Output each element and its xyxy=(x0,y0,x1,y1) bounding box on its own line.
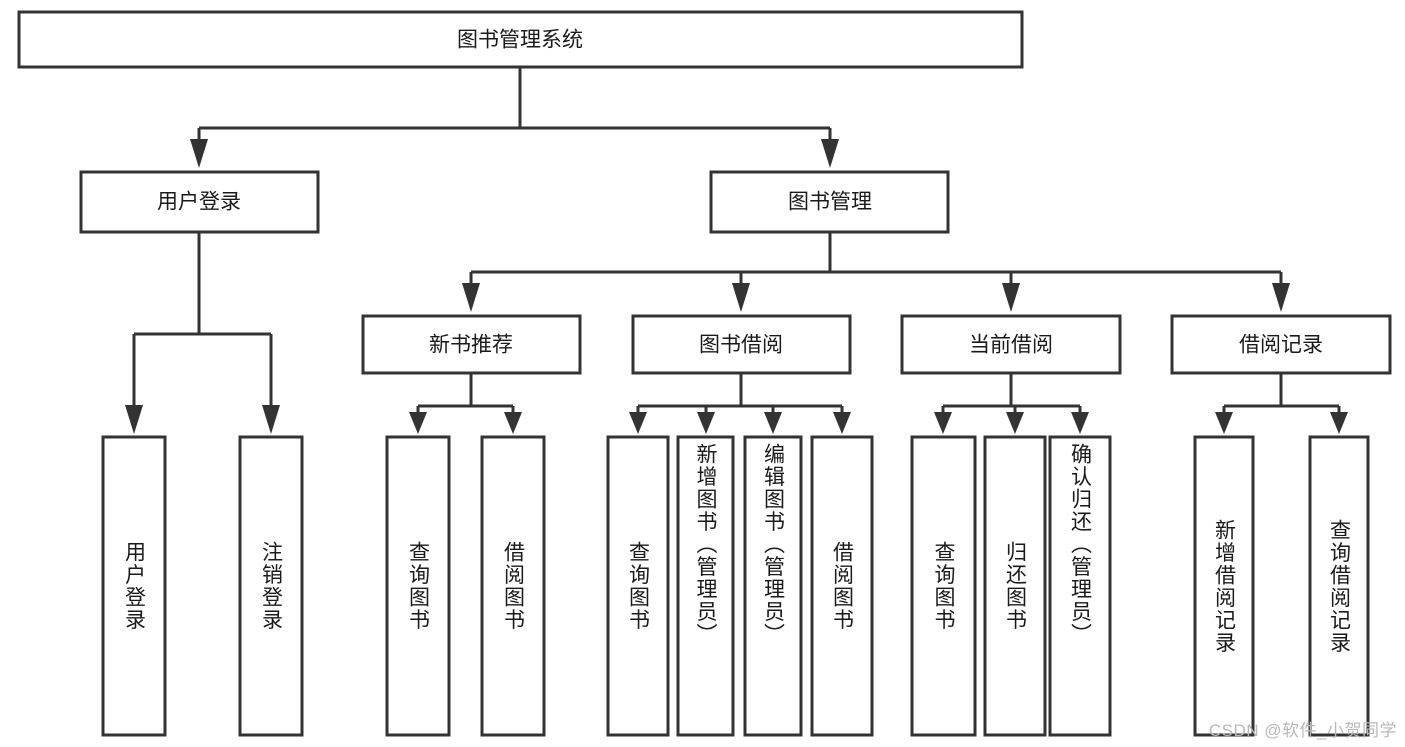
node-new-book-recommend-label: 新书推荐 xyxy=(429,334,513,357)
node-user-login-label: 用户登录 xyxy=(157,191,241,214)
node-new-book-recommend-box[interactable] xyxy=(361,314,582,375)
arrow-head-leaf-12 xyxy=(1215,412,1233,434)
leaf-box-query-book-newrec[interactable] xyxy=(385,435,451,737)
leaf-box-confirm-return-admin[interactable] xyxy=(1048,435,1112,737)
node-book-borrow-label: 图书借阅 xyxy=(699,334,783,357)
leaf-box-add-book-admin[interactable] xyxy=(676,435,735,737)
arrow-head-current-borrow xyxy=(1002,283,1020,312)
leaf-box-query-book-borrow[interactable] xyxy=(606,435,670,737)
arrow-head-leaf-9 xyxy=(934,412,952,434)
arrow-head-leaf-3 xyxy=(409,412,427,434)
leaf-box-logout-login[interactable] xyxy=(238,435,304,737)
connector-layer xyxy=(125,67,1348,434)
arrow-head-user-login xyxy=(190,139,208,168)
arrow-head-leaf-1 xyxy=(125,405,143,434)
node-root-label: 图书管理系统 xyxy=(457,29,583,52)
arrow-head-leaf-7 xyxy=(764,412,782,434)
arrow-head-leaf-13 xyxy=(1330,412,1348,434)
arrow-head-leaf-4 xyxy=(504,412,522,434)
arrow-head-book-mgmt xyxy=(821,139,839,168)
node-current-borrow-label: 当前借阅 xyxy=(969,334,1053,357)
arrow-head-borrow-record xyxy=(1272,283,1290,312)
arrow-head-book-borrow xyxy=(732,283,750,312)
node-user-login-box[interactable] xyxy=(79,170,320,234)
arrow-head-new-book-rec xyxy=(462,283,480,312)
leaf-box-add-borrow-record[interactable] xyxy=(1193,435,1255,737)
arrow-head-leaf-6 xyxy=(697,412,715,434)
leaf-box-return-book[interactable] xyxy=(983,435,1047,737)
node-book-management-label: 图书管理 xyxy=(788,191,872,214)
leaf-box-query-book-current[interactable] xyxy=(910,435,977,737)
arrow-head-leaf-8 xyxy=(833,412,851,434)
node-book-management-box[interactable] xyxy=(709,170,950,234)
arrow-head-leaf-11 xyxy=(1071,412,1089,434)
csdn-watermark: CSDN @软件_小贺同学 xyxy=(1208,721,1397,740)
node-borrow-record-box[interactable] xyxy=(1170,314,1392,375)
leaf-box-query-borrow-record[interactable] xyxy=(1308,435,1370,737)
node-book-borrow-box[interactable] xyxy=(631,314,852,375)
node-borrow-record-label: 借阅记录 xyxy=(1239,334,1323,357)
leaf-box-borrow-book[interactable] xyxy=(810,435,874,737)
arrow-head-leaf-10 xyxy=(1006,412,1024,434)
leaf-box-user-login[interactable] xyxy=(101,435,167,737)
arrow-head-leaf-5 xyxy=(629,412,647,434)
node-root-box[interactable] xyxy=(17,10,1024,69)
node-layer: 图书管理系统 用户登录 图书管理 新书推荐 图书借阅 当前借阅 借阅记录 xyxy=(17,10,1392,737)
leaf-box-edit-book-admin[interactable] xyxy=(743,435,803,737)
leaf-box-borrow-book-newrec[interactable] xyxy=(480,435,546,737)
arrow-head-leaf-2 xyxy=(262,405,280,434)
node-current-borrow-box[interactable] xyxy=(900,314,1122,375)
